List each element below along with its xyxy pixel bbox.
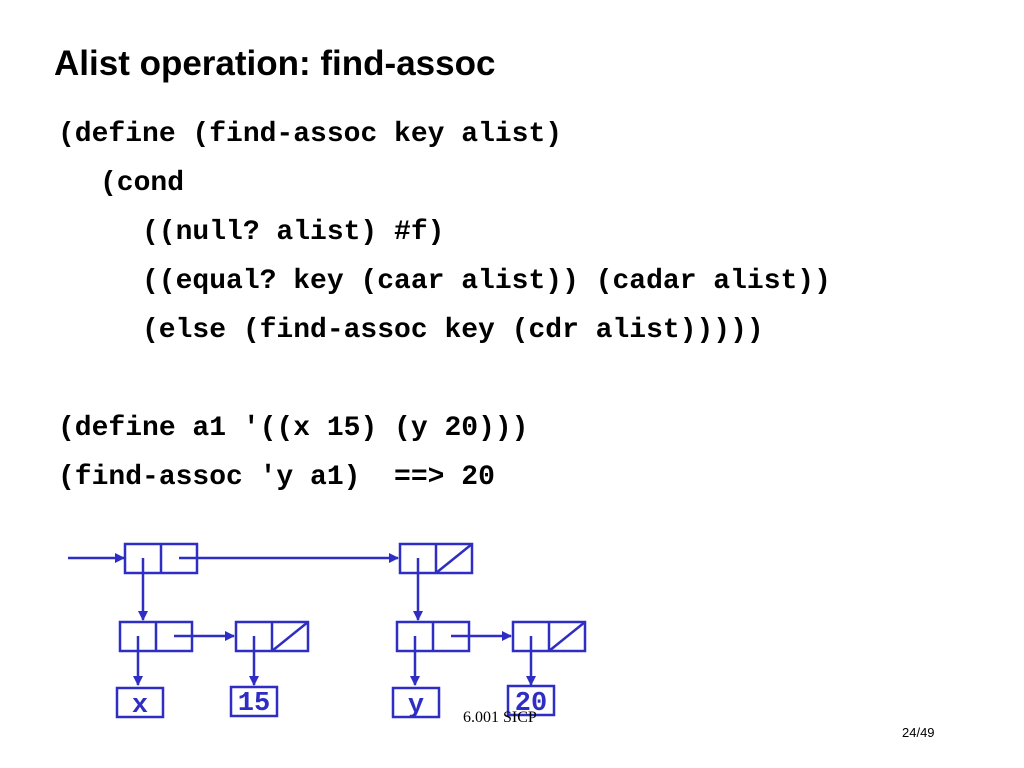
value-box — [391, 686, 441, 719]
code-line: (define a1 '((x 15) (y 20))) — [58, 413, 529, 444]
code-line: ((equal? key (caar alist)) (cadar alist)… — [142, 266, 831, 297]
nil-slash — [548, 621, 586, 652]
value-label-x: x — [132, 691, 148, 721]
code-line: (find-assoc 'y a1) ==> 20 — [58, 462, 495, 493]
page-number: 24/49 — [902, 725, 935, 740]
code-line: ((null? alist) #f) — [142, 217, 445, 248]
code-line: (else (find-assoc key (cdr alist))))) — [142, 315, 764, 346]
value-label-15: 15 — [238, 689, 270, 719]
nil-slash — [435, 543, 473, 574]
value-box — [229, 685, 279, 718]
value-label-20: 20 — [515, 689, 547, 719]
slide-footer: 6.001 SICP — [463, 709, 537, 726]
code-line: (define (find-assoc key alist) — [58, 119, 563, 150]
slide-title: Alist operation: find-assoc — [54, 44, 496, 83]
value-label-y: y — [408, 691, 424, 721]
code-line: (cond — [100, 168, 185, 199]
value-box — [506, 684, 556, 717]
value-box — [115, 686, 165, 719]
nil-slash — [271, 621, 309, 652]
